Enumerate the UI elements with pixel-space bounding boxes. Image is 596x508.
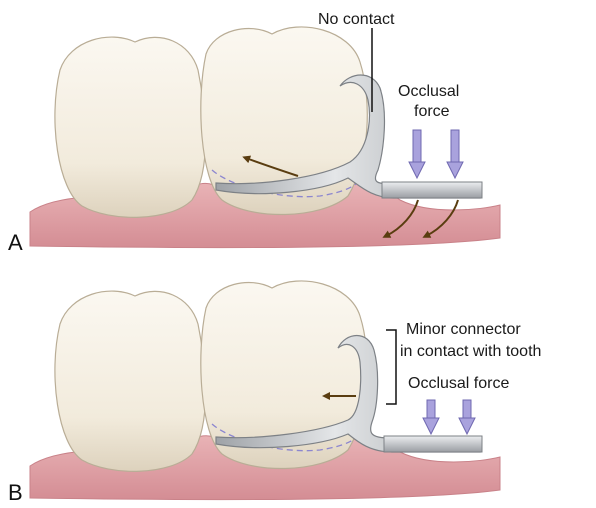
occlusal-force-label-line2: force [414,103,450,120]
tooth-left [55,291,206,471]
framework-bar [384,436,482,452]
force-arrow [423,400,439,434]
force-arrow [447,130,463,178]
panel-letter-b: B [8,480,23,505]
force-arrow [459,400,475,434]
force-arrow [409,130,425,178]
framework-bar [382,182,482,198]
no-contact-label: No contact [318,11,395,28]
panel-a: No contact Occlusal force A [8,11,500,255]
minor-connector-label-line2: in contact with tooth [400,343,541,360]
occlusal-force-label: Occlusal force [408,375,509,392]
panel-letter-a: A [8,230,23,255]
contact-bracket [386,330,396,404]
tooth-left [55,37,206,217]
occlusal-force-label-line1: Occlusal [398,83,459,100]
panel-b: Minor connector in contact with tooth Oc… [8,281,541,505]
minor-connector-label-line1: Minor connector [406,321,521,338]
